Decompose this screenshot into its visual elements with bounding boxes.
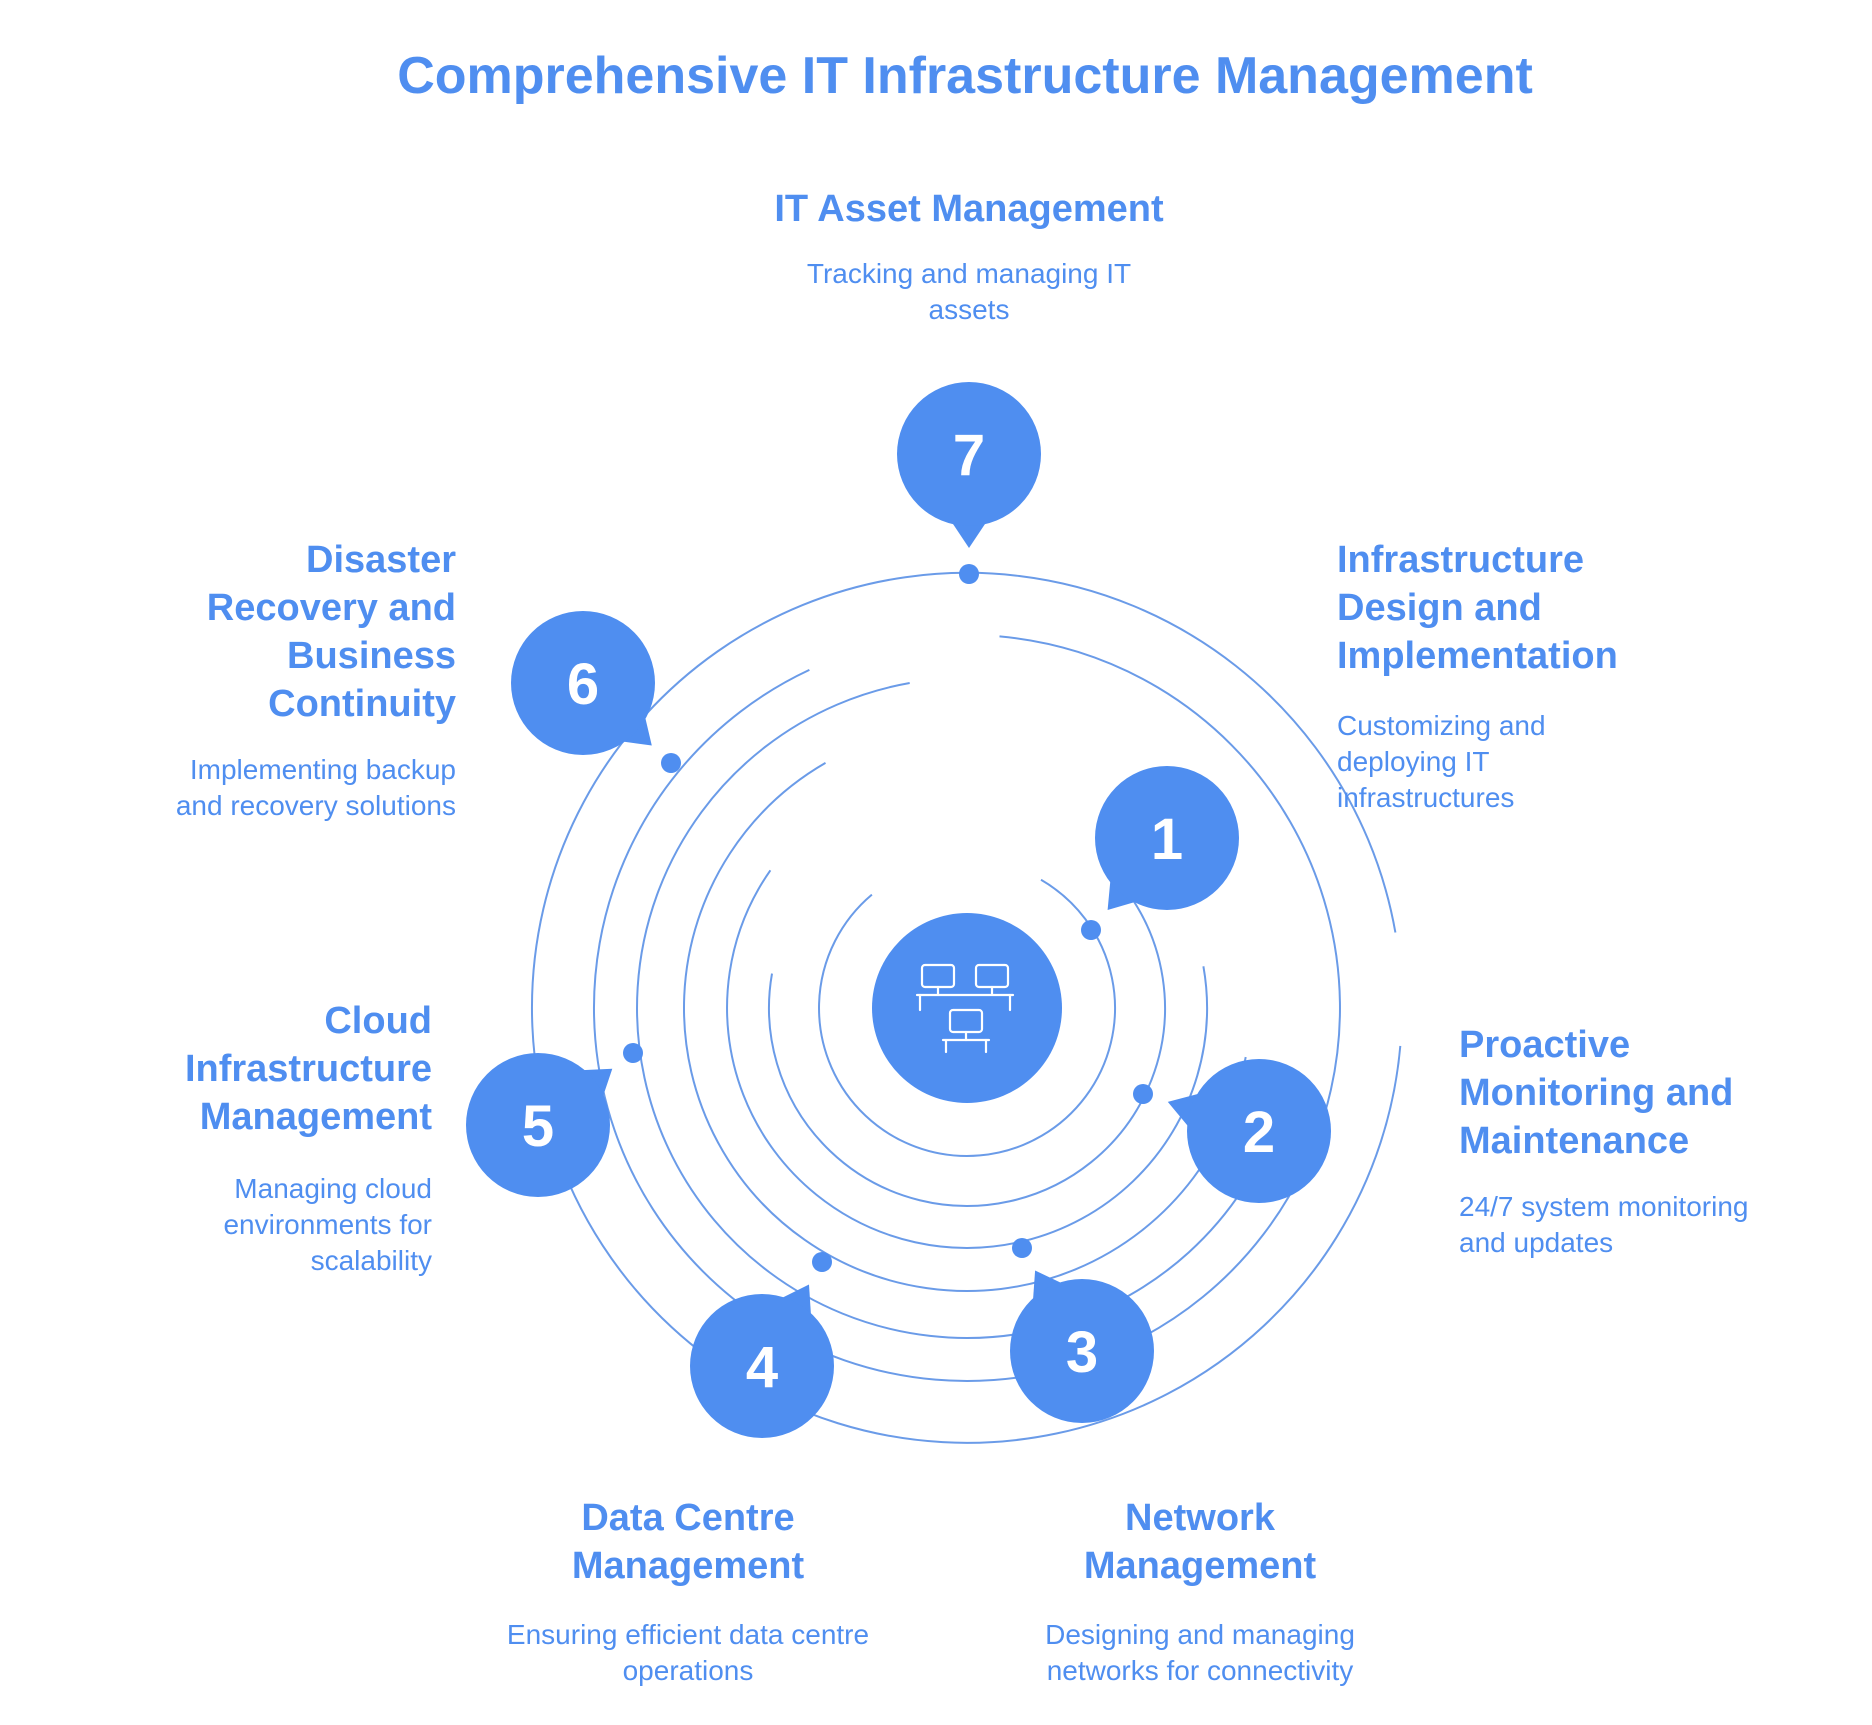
stage-marker-7: 7 <box>897 382 1041 584</box>
stage-bubble <box>1095 766 1239 910</box>
stage-number: 3 <box>1066 1320 1098 1385</box>
stage-number: 1 <box>1151 807 1183 872</box>
title-line: Data Centre <box>581 1497 795 1539</box>
ring-dot <box>1012 1238 1032 1258</box>
ring-dot <box>1133 1084 1153 1104</box>
stage-number: 5 <box>522 1094 554 1159</box>
title-line: Infrastructure <box>1337 539 1585 581</box>
network-computers-icon <box>915 963 1015 1054</box>
stage-marker-4: 4 <box>690 1252 834 1438</box>
stage-number: 4 <box>746 1335 778 1400</box>
stage-marker-1: 1 <box>1081 766 1239 940</box>
title-line: Proactive <box>1459 1024 1631 1066</box>
description-line: Implementing backup <box>189 754 456 785</box>
stage-bubble <box>1010 1279 1154 1423</box>
ring-arc <box>767 893 1166 1207</box>
page-title: Comprehensive IT Infrastructure Manageme… <box>397 47 1533 105</box>
stage-3-description: Designing and managing networks for conne… <box>900 1617 1500 1689</box>
description-line: and updates <box>1459 1227 1614 1258</box>
title-line: Recovery and <box>206 587 456 629</box>
description-line: Customizing and <box>1337 710 1546 741</box>
title-line: Business <box>287 635 456 677</box>
center-hub <box>872 913 1062 1103</box>
title-line: Implementation <box>1337 635 1618 677</box>
ring-dot <box>812 1252 832 1272</box>
stage-marker-6: 6 <box>511 611 681 773</box>
stage-bubble <box>511 611 655 755</box>
stage-7-title: IT Asset Management <box>669 185 1269 233</box>
title-line: Management <box>199 1096 432 1138</box>
stage-number: 7 <box>953 423 985 488</box>
description-line: networks for connectivity <box>1046 1655 1354 1686</box>
title-line: Management <box>1083 1545 1317 1587</box>
description-line: environments for <box>223 1209 432 1240</box>
ring-dot <box>661 753 681 773</box>
title-line: Disaster <box>306 539 456 581</box>
ring-dot <box>959 564 979 584</box>
description-line: 24/7 system monitoring <box>1459 1191 1749 1222</box>
title-line: Monitoring and <box>1459 1072 1734 1114</box>
title-line: Continuity <box>268 683 456 725</box>
title-line: IT Asset Management <box>774 188 1164 230</box>
stage-2-description: 24/7 system monitoring and updates <box>1459 1189 1748 1261</box>
stage-marker-3: 3 <box>1010 1238 1154 1423</box>
title-line: Network <box>1125 1497 1275 1539</box>
stage-number: 2 <box>1243 1100 1275 1165</box>
description-line: and recovery solutions <box>175 790 456 821</box>
stage-number: 6 <box>567 652 599 717</box>
ring-arc <box>683 762 1247 1292</box>
stage-marker-2: 2 <box>1133 1059 1331 1203</box>
ring-arc <box>818 878 1116 1157</box>
title-line: Maintenance <box>1459 1120 1690 1162</box>
stage-1-description: Customizing and deploying IT infrastructur… <box>1337 708 1546 816</box>
title-line: Cloud <box>324 1000 432 1042</box>
ring-arc <box>636 682 1279 1339</box>
stage-bubble <box>1187 1059 1331 1203</box>
stage-bubble <box>690 1294 834 1438</box>
stage-bubble <box>897 382 1041 526</box>
ring-arc <box>531 571 1402 1444</box>
description-line: Designing and managing <box>1045 1619 1355 1650</box>
stage-marker-5: 5 <box>466 1043 643 1197</box>
stage-6-description: Implementing backup and recovery solution… <box>176 752 456 824</box>
ring-dot <box>623 1043 643 1063</box>
description-line: deploying IT <box>1337 746 1490 777</box>
stage-4-description: Ensuring efficient data centre operations <box>388 1617 988 1689</box>
stage-bubble <box>466 1053 610 1197</box>
description-line: scalability <box>310 1245 432 1276</box>
title-line: Infrastructure <box>184 1048 432 1090</box>
ring-dot <box>1081 920 1101 940</box>
description-line: infrastructures <box>1337 782 1515 813</box>
description-line: operations <box>622 1655 754 1686</box>
stage-5-description: Managing cloud environments for scalabilit… <box>223 1171 432 1279</box>
title-line: Management <box>571 1545 805 1587</box>
title-line: Design and <box>1337 587 1542 629</box>
description-line: Tracking and managing IT <box>806 258 1132 289</box>
description-line: Managing cloud <box>234 1173 432 1204</box>
stage-markers: 1 2 3 4 5 6 7 <box>466 382 1331 1438</box>
stage-7-description: Tracking and managing IT assets <box>669 256 1269 328</box>
description-line: Ensuring efficient data centre <box>506 1619 870 1650</box>
center-circle <box>872 913 1062 1103</box>
description-line: assets <box>928 294 1010 325</box>
